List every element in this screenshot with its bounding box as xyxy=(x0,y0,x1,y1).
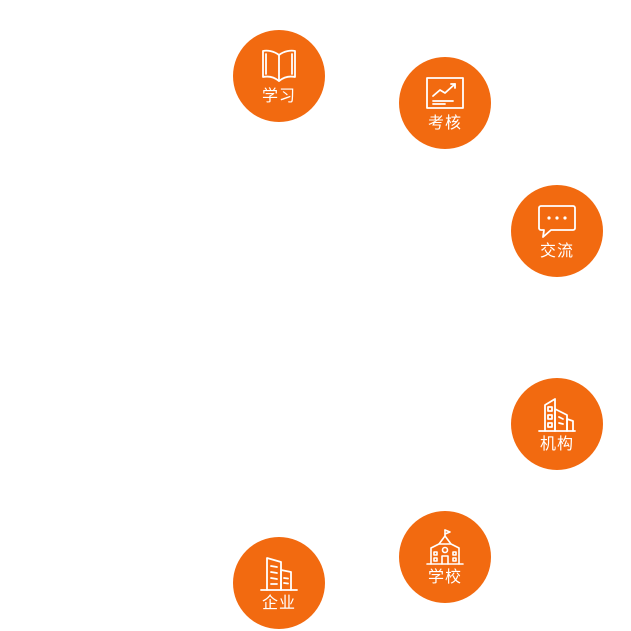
study-label: 学习 xyxy=(261,86,296,105)
institution-label: 机构 xyxy=(539,434,574,453)
exam-button[interactable]: 考核 xyxy=(399,57,491,149)
buildings-icon xyxy=(537,395,577,433)
enterprise-label: 企业 xyxy=(261,593,296,612)
school-building-icon xyxy=(425,528,465,566)
school-label: 学校 xyxy=(427,567,462,586)
communication-label: 交流 xyxy=(539,241,574,260)
chart-board-icon xyxy=(425,74,465,112)
study-button[interactable]: 学习 xyxy=(233,30,325,122)
chat-bubble-icon xyxy=(537,202,577,240)
communication-button[interactable]: 交流 xyxy=(511,185,603,277)
exam-label: 考核 xyxy=(427,113,462,132)
open-book-icon xyxy=(259,47,299,85)
institution-button[interactable]: 机构 xyxy=(511,378,603,470)
office-building-icon xyxy=(259,554,299,592)
school-button[interactable]: 学校 xyxy=(399,511,491,603)
enterprise-button[interactable]: 企业 xyxy=(233,537,325,629)
